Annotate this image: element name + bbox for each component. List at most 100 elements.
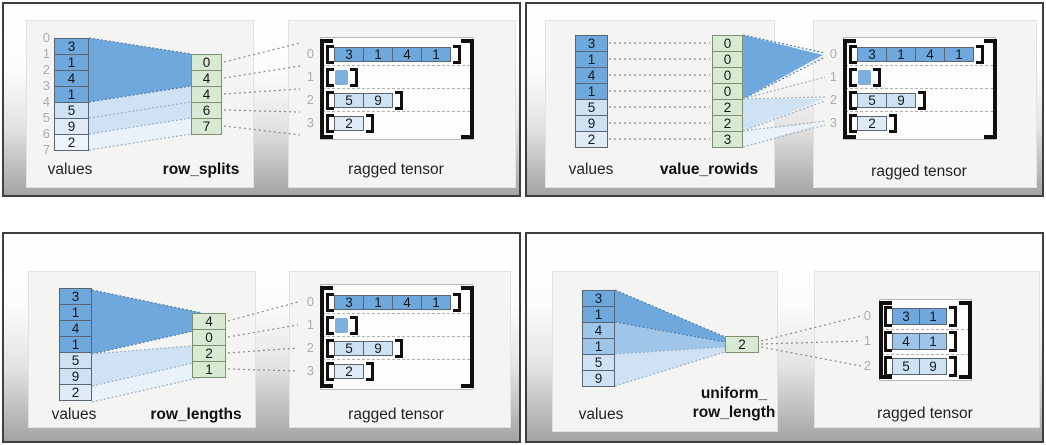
param-cell: 0 <box>192 329 226 346</box>
row-index: 2 <box>306 92 314 107</box>
tensor-cell: 1 <box>363 295 393 310</box>
row-bracket-close-icon <box>453 293 461 312</box>
tensor-bracket-right-icon <box>984 39 997 139</box>
row-bracket-close-icon <box>949 331 957 352</box>
value-index: 2 <box>42 62 50 77</box>
tensor-cell: 1 <box>886 47 916 62</box>
row-index: 2 <box>306 340 314 355</box>
row-index: 0 <box>863 308 871 323</box>
param-cell: 4 <box>191 70 222 87</box>
value-cell: 3 <box>575 35 608 52</box>
row-bracket-open-icon <box>849 91 857 110</box>
param-cell: 2 <box>192 345 226 362</box>
row-bracket-open-icon <box>884 356 892 377</box>
value-index: 1 <box>42 46 50 61</box>
tensor-bracket-left-icon <box>320 286 333 388</box>
split-connector-line <box>223 125 301 136</box>
funnel-light <box>92 345 202 386</box>
ragged-tensor-label: ragged tensor <box>348 406 444 423</box>
row-index: 3 <box>829 115 837 130</box>
length-connector-line <box>227 324 299 338</box>
split-connector-line <box>223 109 301 113</box>
funnel-dark <box>743 35 823 99</box>
ragged-tensor-label: ragged tensor <box>877 405 973 422</box>
value-cell: 1 <box>575 83 608 100</box>
tensor-cell: 1 <box>421 47 451 62</box>
param-cell: 1 <box>192 361 226 378</box>
param-label: row_splits <box>162 161 240 178</box>
value-cell: 2 <box>575 131 608 148</box>
values-label: values <box>47 161 93 178</box>
row-bracket-close-icon <box>873 68 881 87</box>
connector-graphics <box>91 289 299 403</box>
tensor-cell: 1 <box>919 308 947 325</box>
value-cell: 9 <box>582 370 615 387</box>
row-index: 1 <box>829 69 837 84</box>
value-cell: 4 <box>54 70 89 87</box>
tensor-cell: 1 <box>919 333 947 350</box>
value-cell: 1 <box>582 306 615 323</box>
row-separator <box>881 354 969 355</box>
tensor-bracket-left-icon <box>843 39 856 139</box>
row-bracket-open-icon <box>884 331 892 352</box>
funnel-edge-line <box>88 117 192 135</box>
value-cell: 3 <box>582 290 615 307</box>
param-cell: 7 <box>191 118 222 135</box>
tensor-cell: 3 <box>857 47 887 62</box>
row-separator <box>322 313 470 314</box>
tensor-cell: 3 <box>892 308 920 325</box>
funnel-edge-line <box>742 56 826 100</box>
funnel-edge-line <box>88 101 192 119</box>
row-bracket-open-icon <box>326 68 334 87</box>
tensor-cell: 9 <box>886 93 916 108</box>
empty-row-cell <box>858 70 871 85</box>
row-bracket-close-icon <box>949 306 957 327</box>
param-label: value_rowids <box>659 161 759 178</box>
value-cell: 4 <box>59 320 92 337</box>
split-connector-line <box>223 88 301 95</box>
tensor-cell: 9 <box>363 341 393 356</box>
funnel-xlight <box>89 118 191 150</box>
ragged-tensor-label: ragged tensor <box>348 161 444 178</box>
value-index: 4 <box>42 94 50 109</box>
row-separator <box>845 111 993 112</box>
value-cell: 9 <box>575 115 608 132</box>
uniform-connector-line <box>760 340 862 345</box>
row-separator <box>322 111 470 112</box>
value-index: 3 <box>42 78 50 93</box>
param-cell: 0 <box>712 35 743 52</box>
value-cell: 1 <box>575 51 608 68</box>
row-separator <box>322 359 470 360</box>
row-bracket-open-icon <box>849 68 857 87</box>
row-index: 0 <box>306 294 314 309</box>
tensor-cell: 2 <box>334 116 364 131</box>
value-cell: 1 <box>54 54 89 71</box>
tensor-cell: 4 <box>392 295 422 310</box>
row-bracket-close-icon <box>395 339 403 358</box>
funnel-light <box>743 99 823 131</box>
param-cell: 2 <box>712 99 743 116</box>
row-separator <box>881 329 969 330</box>
row-bracket-open-icon <box>326 293 334 312</box>
value-cell: 3 <box>59 288 92 305</box>
values-label: values <box>51 406 97 423</box>
length-connector-line <box>227 347 299 354</box>
tensor-cell: 1 <box>421 295 451 310</box>
funnel-edge-line <box>91 328 203 355</box>
value-cell: 1 <box>582 338 615 355</box>
tensor-cell: 5 <box>334 341 364 356</box>
row-separator <box>322 65 470 66</box>
row-bracket-open-icon <box>326 362 334 381</box>
value-index: 6 <box>42 126 50 141</box>
row-separator <box>322 88 470 89</box>
row-bracket-open-icon <box>326 114 334 133</box>
tensor-bracket-right-icon <box>959 301 972 379</box>
tensor-cell: 4 <box>892 333 920 350</box>
row-index: 1 <box>306 69 314 84</box>
connector-graphics <box>609 34 826 148</box>
funnel-edge-line <box>742 34 826 54</box>
row-index: 2 <box>829 92 837 107</box>
